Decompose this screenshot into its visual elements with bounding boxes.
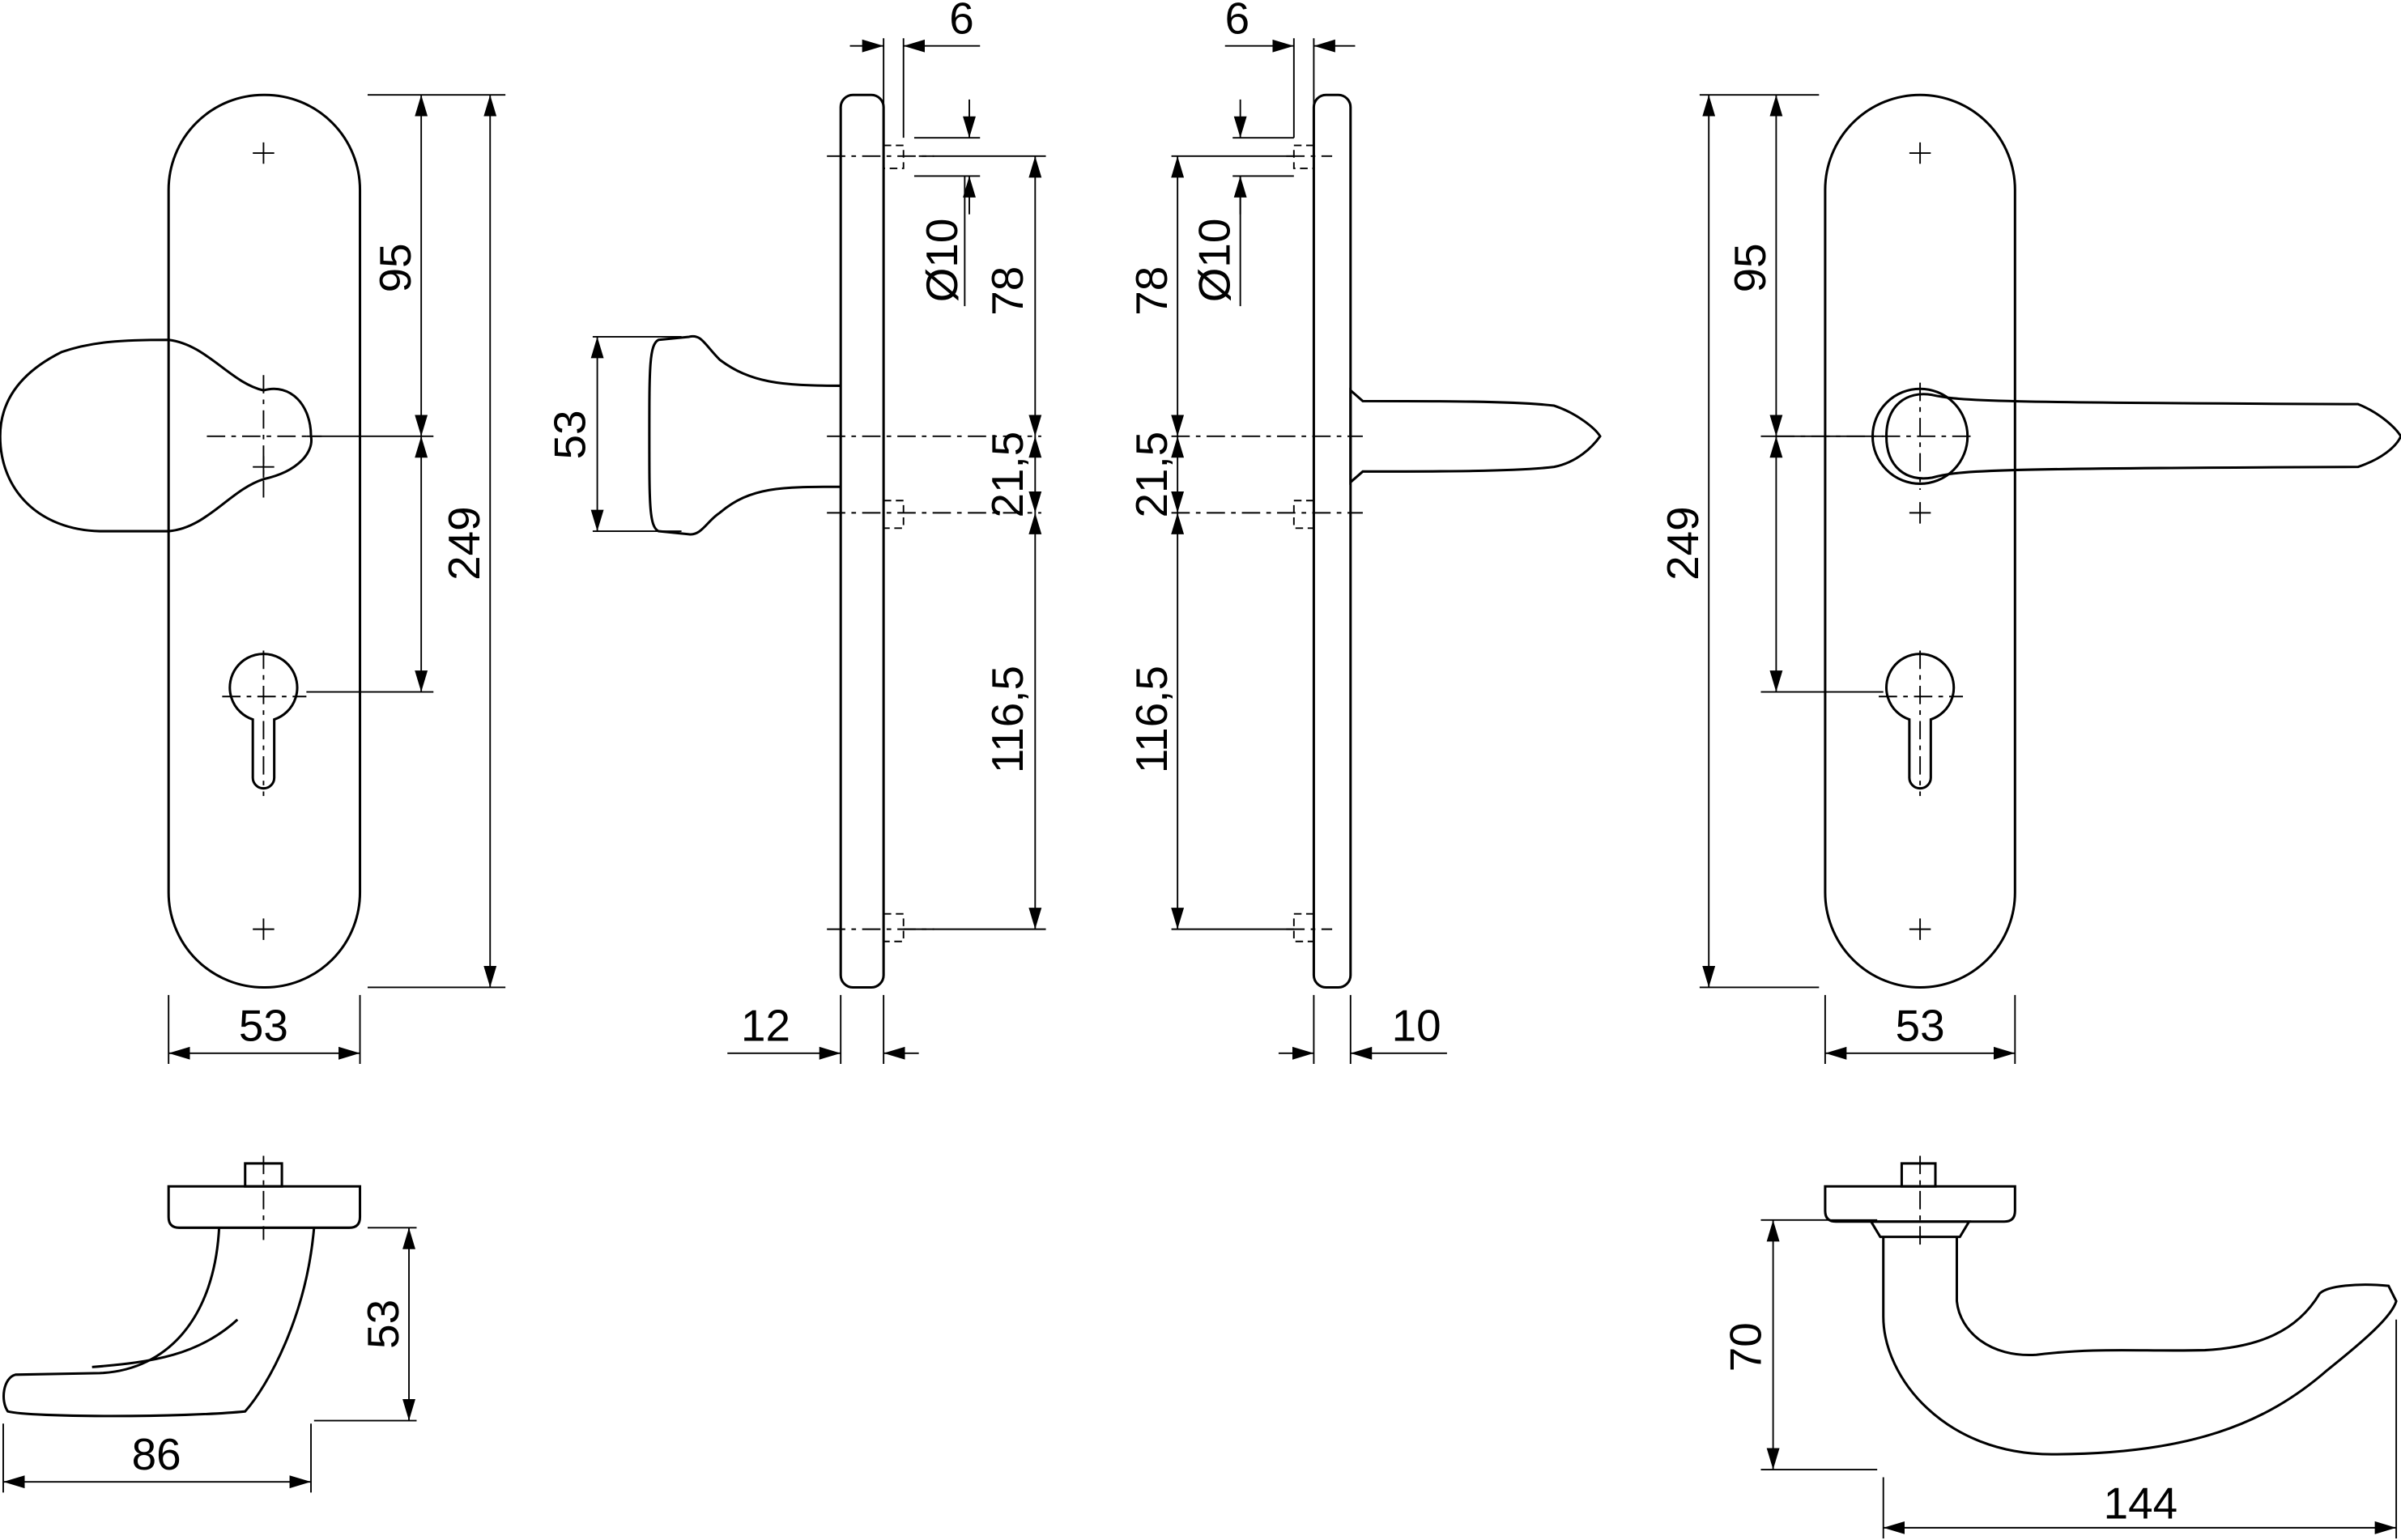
- dim-upper: 78: [982, 266, 1032, 316]
- escutcheon-plate: [167, 93, 362, 989]
- dim-upper: 95: [1725, 243, 1775, 292]
- keyhole: [1885, 653, 1956, 790]
- dim-hole: Ø10: [917, 219, 967, 303]
- side-view-knob: 6 Ø10 78 21,5 116,5 53 12: [544, 0, 1046, 1065]
- knob-profile: [648, 334, 841, 536]
- knob: [0, 338, 313, 533]
- dim-thickness: 10: [1392, 1001, 1441, 1051]
- side-view-lever: 6 Ø10 78 21,5 116,5 10: [1126, 0, 1602, 1065]
- escutcheon-plate: [1824, 93, 2016, 989]
- dim-width: 53: [1896, 1001, 1945, 1051]
- top-view-knob: 53 86: [2, 1155, 417, 1493]
- dim-total: 249: [439, 506, 489, 580]
- dim-mid: 21,5: [1126, 432, 1177, 518]
- dim-thickness: 12: [741, 1001, 790, 1051]
- dim-total: 249: [1658, 506, 1708, 580]
- keyhole: [228, 653, 299, 790]
- dim-height: 53: [358, 1300, 408, 1349]
- front-view-lever: 95 249 53: [1658, 93, 2401, 1065]
- front-view-knob: 95 249 53: [0, 93, 506, 1065]
- dim-width: 53: [239, 1001, 288, 1051]
- dim-upper: 95: [370, 243, 420, 292]
- dim-height: 70: [1720, 1322, 1770, 1372]
- top-view-lever: 70 144: [1720, 1155, 2398, 1539]
- plate-side: [1312, 93, 1352, 989]
- dim-lower: 116,5: [982, 666, 1032, 773]
- dim-projection: 86: [132, 1429, 181, 1479]
- dim-mid: 21,5: [982, 432, 1032, 518]
- dim-spacing: 6: [1225, 0, 1249, 44]
- dim-knob-height: 53: [544, 410, 594, 459]
- plate-side: [839, 93, 885, 989]
- dim-lower: 116,5: [1126, 666, 1177, 773]
- dim-length: 144: [2104, 1478, 2178, 1529]
- dim-spacing: 6: [949, 0, 973, 44]
- dim-upper: 78: [1126, 266, 1177, 316]
- dim-hole: Ø10: [1189, 219, 1239, 303]
- lever-profile: [1349, 387, 1602, 485]
